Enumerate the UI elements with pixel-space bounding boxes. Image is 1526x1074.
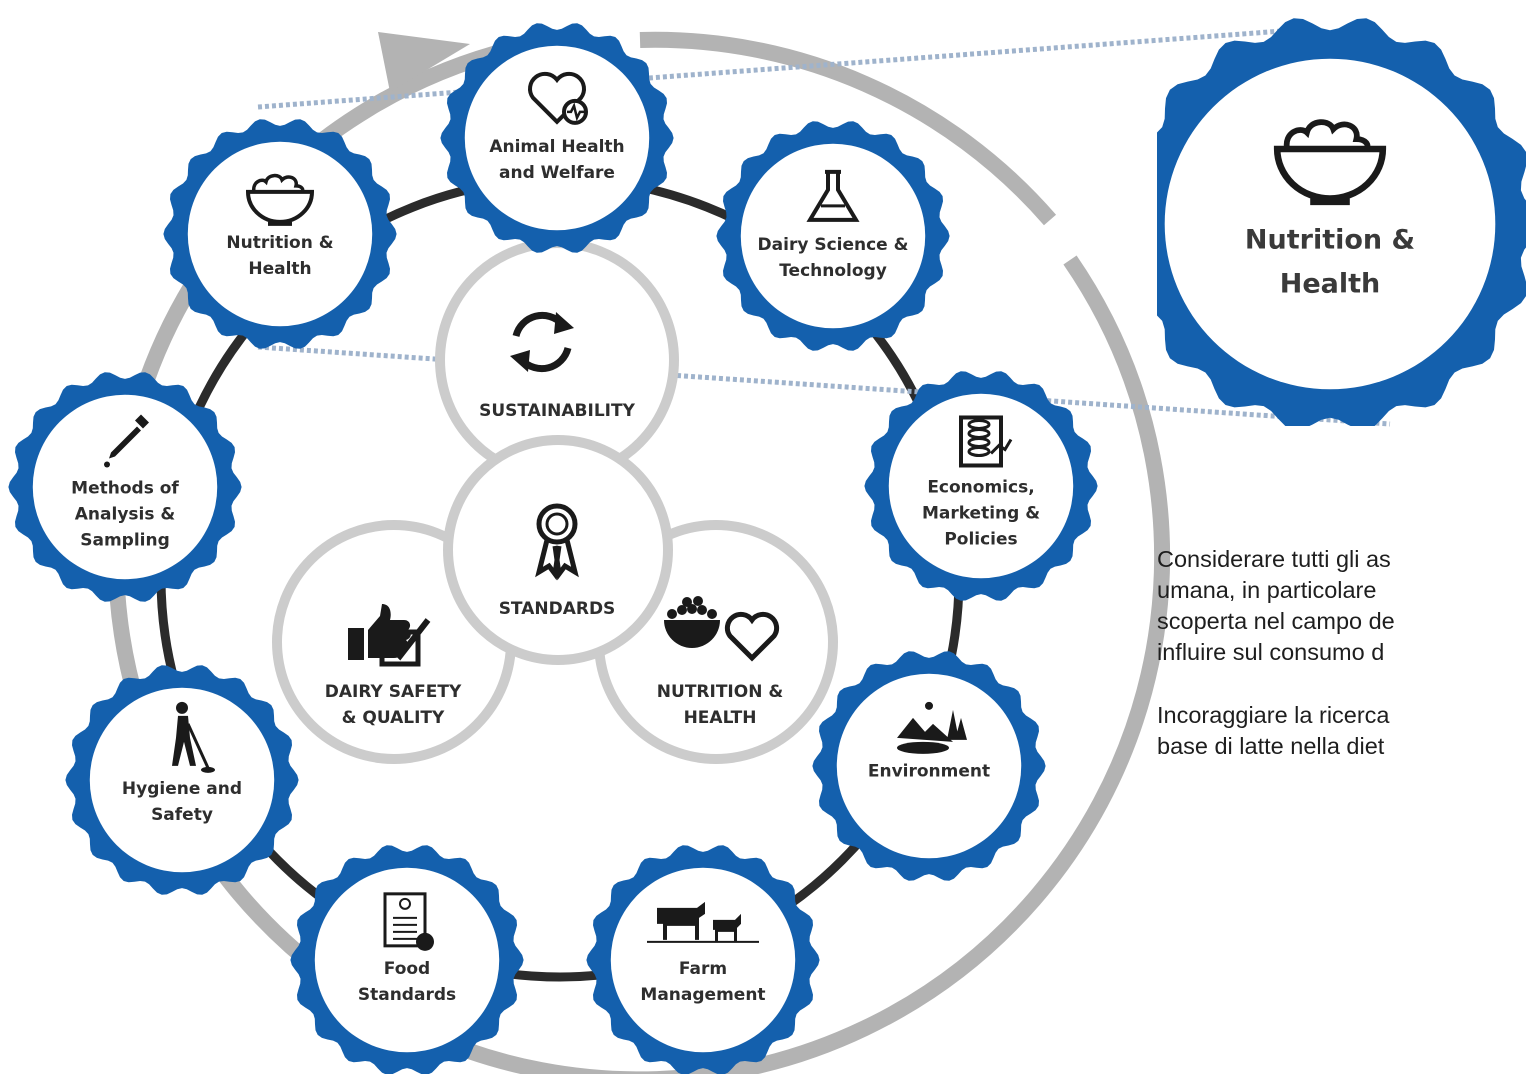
core-dairy-safety: DAIRY SAFETY & QUALITY (325, 604, 462, 728)
badge-label-nutrition-health-2: Health (248, 259, 311, 279)
badge-label-animal-health-1: Animal Health (489, 137, 624, 157)
badge-label-methods-analysis-3: Sampling (80, 530, 170, 550)
badge-face-farm-management (610, 867, 796, 1053)
badge-face-dairy-science (740, 143, 926, 329)
zoomed-badge: Nutrition & Health (1157, 18, 1526, 426)
cycle-arrowhead (378, 32, 470, 92)
badge-face-animal-health (464, 45, 650, 231)
badge-face-hygiene (89, 687, 275, 873)
badge-methods-analysis: Methods of Analysis & Sampling (8, 372, 242, 602)
core-label-standards: STANDARDS (499, 599, 616, 619)
pipette-icon (104, 414, 149, 468)
bowl-icon (245, 173, 315, 226)
badge-label-zoom-nutrition-2: Health (1280, 269, 1381, 300)
badge-label-nutrition-health-1: Nutrition & (226, 233, 333, 253)
badge-face-economics (888, 393, 1074, 579)
core-standards: STANDARDS (499, 503, 616, 619)
badge-face-environment (836, 673, 1022, 859)
badge-label-zoom-nutrition-1: Nutrition & (1245, 225, 1415, 256)
badge-label-food-standards-1: Food (384, 959, 430, 979)
badge-label-farm-management-2: Management (640, 985, 765, 1005)
certificate-icon (383, 892, 434, 951)
heart-pulse-icon (528, 71, 588, 125)
badge-label-dairy-science-1: Dairy Science & (758, 235, 909, 255)
badge-economics: Economics, Marketing & Policies (864, 371, 1098, 601)
core-sustainability: SUSTAINABILITY (479, 311, 636, 421)
badge-label-food-standards-2: Standards (358, 985, 456, 1005)
core-label-nutrition-1: NUTRITION & (657, 682, 784, 702)
core-label-nutrition-2: HEALTH (684, 708, 757, 728)
badge-label-methods-analysis-2: Analysis & (75, 504, 176, 524)
badge-label-economics-3: Policies (944, 529, 1017, 549)
description-paragraph-2: Incoraggiare la ricerca base di latte ne… (1157, 702, 1390, 759)
badge-label-farm-management-1: Farm (679, 959, 727, 979)
core-group: SUSTAINABILITY STANDARDS DAIRY SAFETY & … (272, 238, 838, 764)
badge-environment: Environment (812, 651, 1046, 881)
award-ribbon-icon (535, 503, 579, 581)
badge-label-methods-analysis-1: Methods of (71, 478, 179, 498)
landscape-icon (897, 701, 967, 754)
cleaning-person-icon (172, 701, 215, 773)
badge-face-zoom-nutrition (1164, 58, 1496, 390)
badge-label-hygiene-2: Safety (151, 805, 213, 825)
core-label-dairy-safety-1: DAIRY SAFETY (325, 682, 462, 702)
badge-zoom-nutrition: Nutrition & Health (1157, 18, 1526, 426)
badge-label-dairy-science-2: Technology (779, 261, 887, 281)
badge-animal-health: Animal Health and Welfare (440, 23, 674, 253)
badge-dairy-science: Dairy Science & Technology (716, 121, 950, 351)
core-nutrition: NUTRITION & HEALTH (657, 596, 784, 728)
core-label-sustainability: SUSTAINABILITY (479, 401, 635, 421)
coins-chart-icon (959, 415, 1013, 468)
badge-label-hygiene-1: Hygiene and (122, 779, 242, 799)
bowl-heart-icon (664, 596, 780, 662)
badge-label-animal-health-2: and Welfare (499, 163, 615, 183)
badge-label-economics-2: Marketing & (922, 503, 1040, 523)
badge-face-nutrition-health (187, 141, 373, 327)
core-label-dairy-safety-2: & QUALITY (342, 708, 445, 728)
flask-icon (806, 169, 860, 222)
bowl-icon (1273, 119, 1387, 206)
badge-face-methods-analysis (32, 394, 218, 580)
badge-nutrition-health: Nutrition & Health (163, 119, 397, 349)
badge-label-economics-1: Economics, (927, 477, 1034, 497)
recycle-arrows-icon (510, 311, 574, 373)
badge-label-environment-1: Environment (868, 762, 990, 782)
thumbs-up-check-icon (348, 604, 431, 667)
cow-goat-icon (647, 901, 759, 943)
badge-face-food-standards (314, 867, 500, 1053)
zoom-line-top (257, 27, 1297, 110)
description-paragraph-1: Considerare tutti gli as umana, in parti… (1157, 546, 1395, 665)
